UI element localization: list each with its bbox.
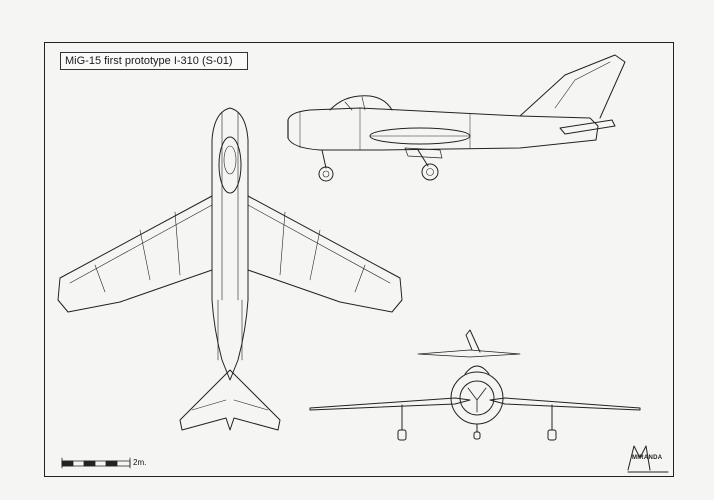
miranda-logo	[627, 445, 669, 473]
scale-bar-label: 2m.	[133, 458, 147, 467]
side-view	[287, 54, 626, 182]
front-view	[309, 329, 641, 441]
drawing-title: MiG-15 first prototype I-310 (S-01)	[60, 52, 248, 70]
scale-bar	[61, 457, 131, 469]
logo-text: MIRANDA	[632, 455, 663, 461]
top-view	[57, 107, 403, 431]
drawing-frame	[44, 42, 674, 477]
